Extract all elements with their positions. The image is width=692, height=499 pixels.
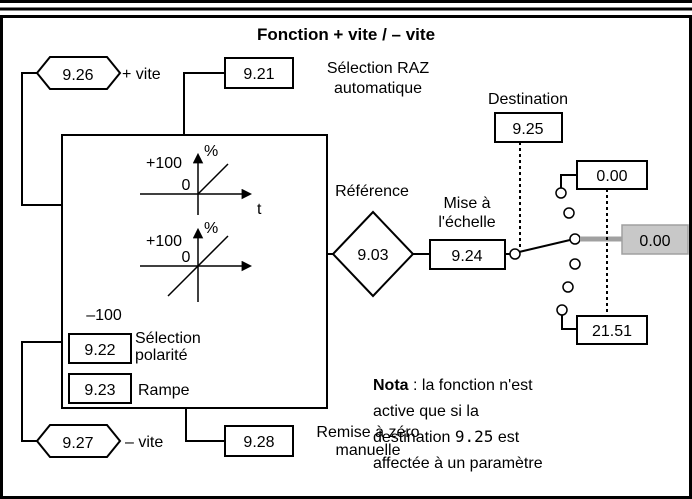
note-line-1: Nota : la fonction n'est [373,377,533,394]
note-line-3: destination 9.25 est [373,427,520,446]
scaling-param-box [429,239,506,270]
graph2-unit: % [204,220,218,237]
manual-reset-param-box [224,425,294,457]
graph2-ymin: –100 [86,307,122,324]
up-input-wire [21,72,62,206]
ramp-label: Rampe [138,382,190,399]
switch-terminal-5 [556,304,568,316]
graph1-x-label: t [257,201,262,218]
switch-terminal-1 [555,187,567,199]
graph1-origin: 0 [182,177,191,194]
down-input-hexagon [35,424,122,458]
switch-terminal-3 [569,258,581,270]
up-input-hexagon [35,56,122,90]
top-output-box [576,160,648,190]
unipolar-ramp-graph: +100 % 0 t [140,143,262,218]
switch-arm [518,239,571,253]
diagram-title: Fonction + vite / – vite [257,25,435,44]
note-line-3-param: 9.25 [455,427,494,446]
up-input-label: + vite [122,66,161,83]
scaling-label-1: Mise à [443,195,490,212]
down-input-label: – vite [125,434,163,451]
bottom-output-box [576,315,648,345]
graph2-origin: 0 [182,249,191,266]
down-input-wire [21,341,62,442]
selected-output-box [621,224,689,255]
reference-label: Référence [335,183,409,200]
polarity-param-box [68,333,132,364]
note-line-3a: destination [373,429,455,446]
auto-reset-param: 9.21 [243,66,274,83]
note-line-1-text: : la fonction n'est [409,377,534,394]
switch-terminal-selected [569,233,581,245]
diagram-frame [0,15,692,499]
auto-reset-label-1: Sélection RAZ [327,60,429,77]
destination-param-box [494,112,563,143]
switch-input-terminal [509,248,521,260]
auto-reset-wire [183,72,225,135]
bottom-output-value: 21.51 [592,323,632,340]
note-block: Nota : la fonction n'est active que si l… [373,377,543,472]
reference-diamond [331,210,415,298]
scaling-param: 9.24 [451,248,482,265]
down-input-param: 9.27 [62,435,93,452]
note-line-3b: est [493,429,519,446]
main-function-block [61,134,328,409]
auto-reset-param-box [224,57,294,89]
auto-reset-label-2: automatique [334,80,422,97]
graph1-ymax: +100 [146,155,182,172]
manual-reset-wire [185,408,225,442]
destination-label: Destination [488,91,568,108]
note-bold: Nota [373,377,409,394]
switch-terminal-4 [562,281,574,293]
polarity-param: 9.22 [84,342,115,359]
switch-terminal-2 [563,207,575,219]
manual-reset-param: 9.28 [243,434,274,451]
up-input-param: 9.26 [62,67,93,84]
ramp-param: 9.23 [84,382,115,399]
graph1-ramp [197,163,229,195]
bottom-output-wire [561,315,577,330]
top-output-wire [560,174,577,188]
polarity-label-2: polarité [135,347,188,364]
scaling-label-2: l'échelle [438,214,495,231]
reference-param: 9.03 [357,247,388,264]
top-output-value: 0.00 [596,168,627,185]
manual-reset-label-2: manuelle [336,442,401,459]
polarity-label-1: Sélection [135,330,201,347]
bipolar-ramp-graph: +100 % 0 –100 [86,220,253,324]
note-line-4: affectée à un paramètre [373,455,543,472]
note-line-2: active que si la [373,403,479,420]
ramp-param-box [68,373,132,404]
graph2-ramp [167,235,229,297]
graph2-ymax: +100 [146,233,182,250]
selected-output-value: 0.00 [639,233,670,250]
destination-param: 9.25 [512,121,543,138]
manual-reset-label-1: Remise à zéro [316,424,419,441]
graph1-unit: % [204,143,218,160]
